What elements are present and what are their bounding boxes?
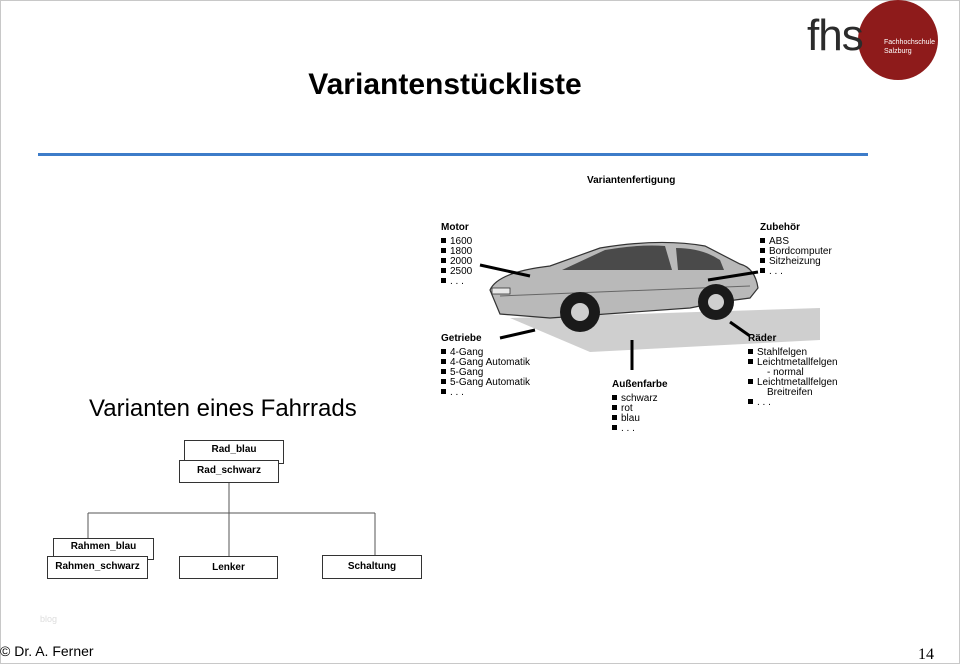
car-headlight bbox=[491, 287, 511, 295]
footer-copyright: © Dr. A. Ferner bbox=[0, 643, 94, 659]
tree-node-rad-schwarz: Rad_schwarz bbox=[179, 460, 279, 483]
aussenfarbe-group: Außenfarbe schwarz rot blau . . . bbox=[612, 379, 668, 434]
raeder-option: Leichtmetallfelgen bbox=[748, 378, 838, 388]
raeder-option: Leichtmetallfelgen bbox=[748, 358, 838, 368]
getriebe-option: 4-Gang bbox=[441, 348, 530, 358]
aussenfarbe-option: schwarz bbox=[612, 394, 668, 404]
getriebe-heading: Getriebe bbox=[441, 333, 482, 344]
tree-node-rahmen-schwarz: Rahmen_schwarz bbox=[47, 556, 148, 579]
getriebe-option: 5-Gang bbox=[441, 368, 530, 378]
motor-option: 1800 bbox=[441, 247, 472, 257]
aussenfarbe-option: rot bbox=[612, 404, 668, 414]
getriebe-option: . . . bbox=[441, 388, 530, 398]
pointer-zubehoer bbox=[707, 270, 759, 282]
pointer-getriebe bbox=[499, 328, 536, 340]
aussenfarbe-option: blau bbox=[612, 414, 668, 424]
raeder-option-sub: - normal bbox=[767, 367, 804, 378]
car-illustration bbox=[479, 241, 820, 370]
motor-option: 2000 bbox=[441, 257, 472, 267]
zubehoer-heading: Zubehör bbox=[760, 222, 800, 233]
tree-node-lenker: Lenker bbox=[179, 556, 278, 579]
logo-line-1: Fachhochschule bbox=[884, 39, 935, 46]
getriebe-option: 4-Gang Automatik bbox=[441, 358, 530, 368]
logo-circle bbox=[858, 0, 938, 80]
bicycle-subtitle: Varianten eines Fahrrads bbox=[89, 395, 357, 422]
motor-option: 1600 bbox=[441, 237, 472, 247]
raeder-option-sub: Breitreifen bbox=[767, 387, 813, 398]
getriebe-option: 5-Gang Automatik bbox=[441, 378, 530, 388]
getriebe-group: Getriebe 4-Gang 4-Gang Automatik 5-Gang … bbox=[441, 333, 530, 398]
watermark: blog bbox=[40, 614, 58, 624]
raeder-option: Stahlfelgen bbox=[748, 348, 838, 358]
car-rim-rear bbox=[708, 294, 724, 310]
title-rule bbox=[38, 153, 868, 156]
motor-option: 2500 bbox=[441, 267, 472, 277]
logo-line-2: Salzburg bbox=[884, 48, 912, 55]
motor-group: Motor 1600 1800 2000 2500 . . . bbox=[441, 222, 472, 287]
zubehoer-option: ABS bbox=[760, 237, 832, 247]
motor-option: . . . bbox=[441, 277, 472, 287]
car-rim-front bbox=[571, 303, 589, 321]
zubehoer-group: Zubehör ABS Bordcomputer Sitzheizung . .… bbox=[760, 222, 832, 277]
car-window-front bbox=[562, 245, 672, 270]
pointer-raeder bbox=[729, 320, 751, 338]
aussenfarbe-heading: Außenfarbe bbox=[612, 379, 668, 390]
motor-heading: Motor bbox=[441, 222, 469, 233]
raeder-heading: Räder bbox=[748, 333, 777, 344]
car-figure-title: Variantenfertigung bbox=[587, 175, 676, 186]
logo-text: fhs bbox=[807, 11, 864, 60]
pointer-motor bbox=[479, 263, 531, 278]
aussenfarbe-option: . . . bbox=[612, 424, 668, 434]
car-window-rear bbox=[676, 248, 724, 270]
raeder-group: Räder Stahlfelgen Leichtmetallfelgen - n… bbox=[748, 333, 838, 408]
tree-node-schaltung: Schaltung bbox=[322, 555, 422, 579]
zubehoer-option: Sitzheizung bbox=[760, 257, 832, 267]
zubehoer-option: . . . bbox=[760, 267, 832, 277]
raeder-option: . . . bbox=[748, 398, 838, 408]
page-number: 14 bbox=[918, 646, 934, 663]
page-title: Variantenstückliste bbox=[308, 68, 582, 101]
zubehoer-option: Bordcomputer bbox=[760, 247, 832, 257]
